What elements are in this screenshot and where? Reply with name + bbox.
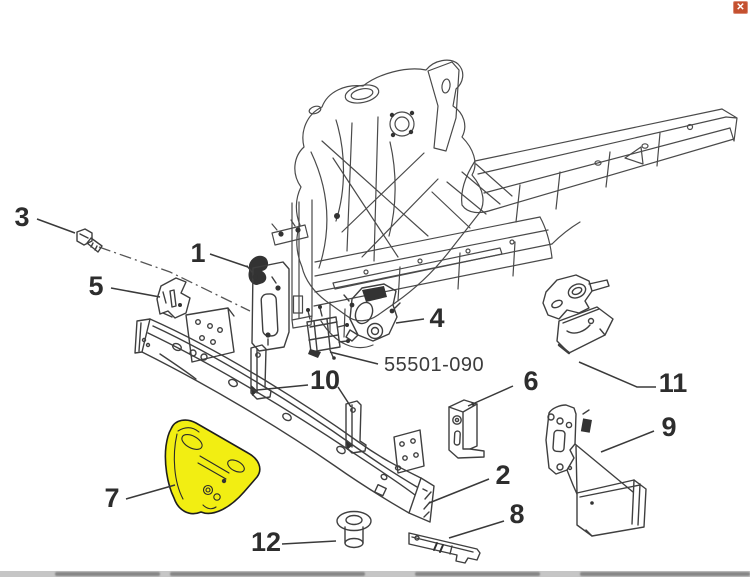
body-structure-drawing [271, 59, 738, 349]
part-1-bracket-plate[interactable] [246, 255, 290, 352]
callout-1[interactable]: 1 [190, 238, 205, 268]
callout-6[interactable]: 6 [523, 366, 538, 396]
leader-line-8 [448, 520, 505, 539]
leader-line-6 [467, 385, 514, 407]
part-3-bolt[interactable] [76, 228, 103, 253]
close-icon: ✕ [736, 2, 745, 13]
part-6-channel-bracket[interactable] [448, 399, 485, 459]
leader-line-11 [578, 361, 656, 388]
callout-7[interactable]: 7 [104, 483, 119, 513]
part-55501-090-clip[interactable] [306, 305, 350, 360]
assembly-centerline [98, 246, 251, 312]
leader-line-9 [600, 430, 655, 453]
leader-line-part-number [329, 351, 379, 365]
leader-line-10 [256, 384, 352, 408]
part-number-label[interactable]: 55501-090 [384, 354, 484, 376]
leader-line-1 [209, 253, 249, 268]
callout-8[interactable]: 8 [509, 499, 524, 529]
callout-12[interactable]: 12 [251, 527, 281, 557]
callout-4[interactable]: 4 [429, 303, 444, 333]
part-2-crossmember-beam[interactable] [134, 307, 435, 523]
part-8-strip-bracket[interactable] [408, 532, 481, 564]
part-7-detail-lines [173, 427, 245, 510]
bottom-edge-segment [55, 572, 160, 576]
callout-11[interactable]: 11 [659, 368, 688, 398]
part-4-mount-bracket[interactable] [343, 283, 401, 342]
callout-2[interactable]: 2 [495, 460, 510, 490]
callout-3[interactable]: 3 [14, 202, 29, 232]
part-5-bracket[interactable] [156, 277, 191, 319]
leader-lines [36, 218, 656, 545]
bottom-edge-segment [170, 572, 365, 576]
bottom-window-edge [0, 571, 750, 577]
part-7-body[interactable] [164, 419, 261, 515]
part-7-bracket-highlighted[interactable] [164, 419, 261, 515]
leader-line-12 [281, 540, 337, 545]
callout-5[interactable]: 5 [88, 271, 103, 301]
callout-labels: 1 2 3 4 5 6 7 8 9 10 11 12 55501-090 [14, 202, 687, 557]
close-button[interactable]: ✕ [733, 1, 748, 14]
callout-10[interactable]: 10 [310, 365, 340, 395]
leader-line-3 [36, 218, 76, 234]
callout-9[interactable]: 9 [661, 412, 676, 442]
bottom-edge-segment [580, 572, 750, 576]
leader-line-5 [110, 287, 161, 298]
leader-line-7 [125, 484, 176, 500]
part-12-plug[interactable] [336, 510, 372, 549]
bottom-edge-segment [415, 572, 540, 576]
leader-line-2 [428, 478, 490, 504]
detached-parts [76, 228, 647, 564]
part-11-bracket[interactable] [542, 274, 614, 355]
part-9-tow-bracket[interactable] [545, 404, 647, 537]
leader-line-4 [395, 318, 425, 324]
